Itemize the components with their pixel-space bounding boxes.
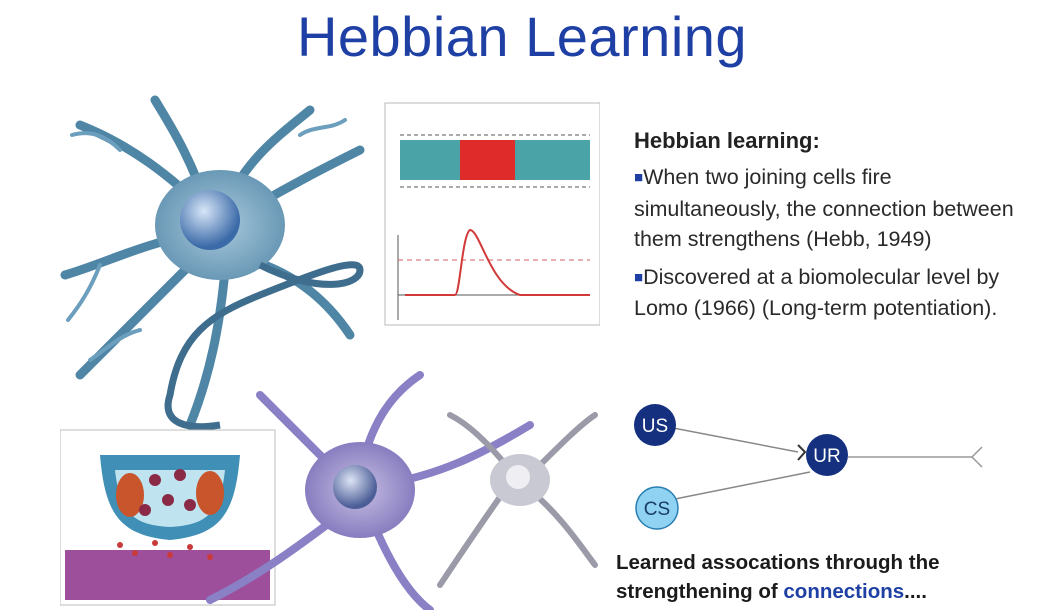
bullet-item: ■When two joining cells fire simultaneou… — [634, 162, 1034, 255]
node-us-label: US — [642, 416, 668, 437]
text-panel: Hebbian learning: ■When two joining cell… — [634, 128, 1034, 331]
cs-connection — [669, 471, 811, 501]
caption-ellipsis: .... — [904, 580, 927, 603]
node-cs-label: CS — [644, 499, 670, 520]
neuron-illustration — [60, 95, 600, 610]
caption-highlight: connections — [783, 580, 905, 603]
bullet-item: ■Discovered at a biomolecular level by L… — [634, 262, 1034, 324]
node-ur-label: UR — [813, 446, 840, 467]
bullet-text: When two joining cells fire simultaneous… — [634, 165, 1014, 251]
node-us: US — [634, 404, 676, 446]
page-title: Hebbian Learning — [296, 5, 748, 68]
caption: Learned assocations through the strength… — [616, 548, 1036, 606]
caption-text: Learned assocations through the strength… — [616, 551, 940, 603]
node-cs: CS — [635, 486, 679, 530]
us-synapse — [797, 444, 807, 461]
heading: Hebbian learning: — [634, 128, 820, 153]
bullet-text: Discovered at a biomolecular level by Lo… — [634, 264, 1000, 321]
square-bullet-icon: ■ — [634, 169, 644, 186]
output-terminal — [970, 446, 983, 468]
association-diagram: US UR CS — [634, 404, 983, 530]
us-connection — [667, 426, 799, 453]
node-ur: UR — [806, 434, 848, 476]
square-bullet-icon: ■ — [634, 268, 644, 286]
